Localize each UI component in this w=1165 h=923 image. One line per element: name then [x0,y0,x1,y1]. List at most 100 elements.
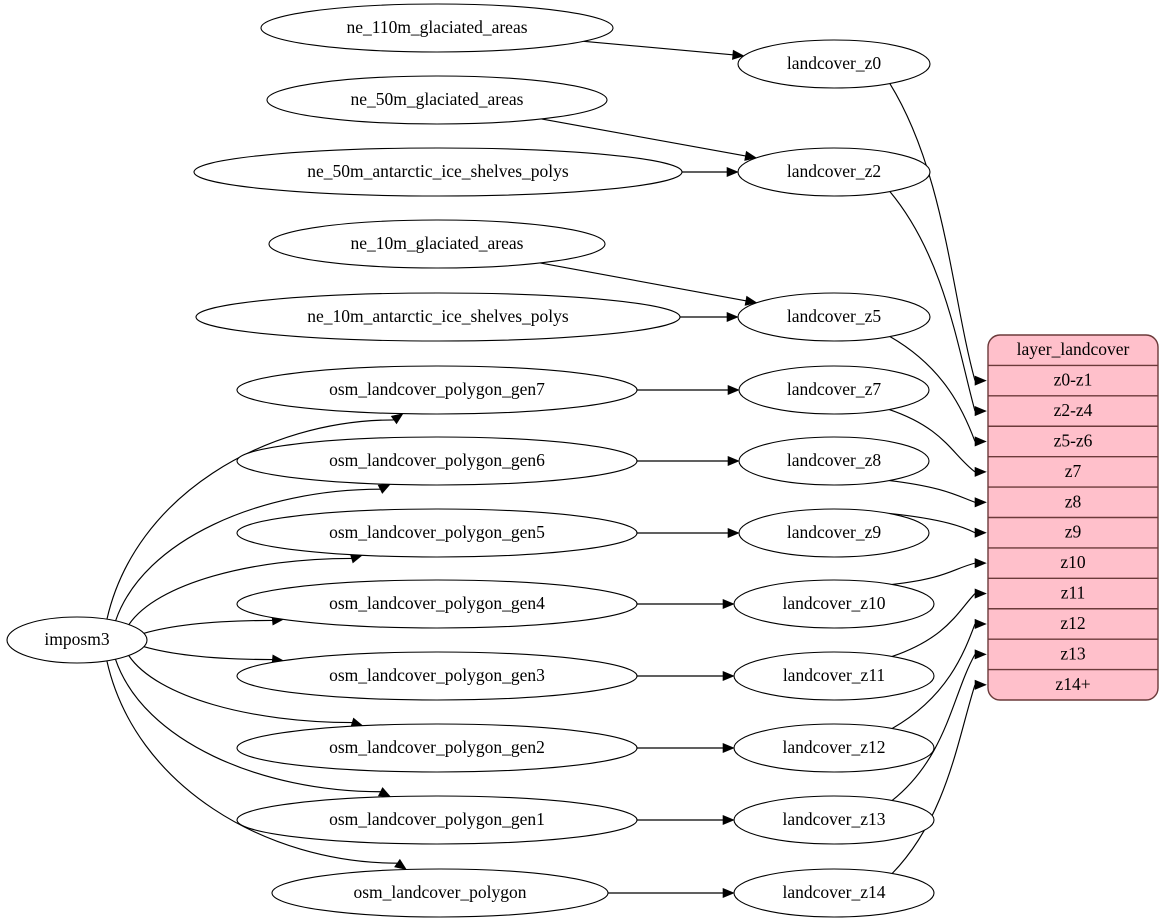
node-shape [236,579,638,629]
node-shape [236,436,638,486]
edge-landcover_z13-to-table-row-9 [891,654,976,801]
edge-arrowhead [726,311,739,323]
table-row[interactable] [988,548,1158,578]
edge-imposm3-to-osm_landcover_polygon_gen3 [143,646,273,661]
table-row[interactable] [988,578,1158,608]
edge-arrowhead [727,455,740,467]
edge-arrowhead [726,166,739,178]
node-shape [195,292,681,342]
node-shape [737,292,931,342]
node-landcover_z12[interactable]: landcover_z12 [733,723,935,773]
node-shape [738,365,930,415]
edge-imposm3-to-osm_landcover_polygon [106,660,398,864]
edge-landcover_z8-to-table-row-4 [889,479,976,503]
table-row[interactable] [988,396,1158,426]
node-shape [733,651,935,701]
node-shape [738,436,930,486]
node-landcover_z11[interactable]: landcover_z11 [733,651,935,701]
node-landcover_z7[interactable]: landcover_z7 [738,365,930,415]
node-landcover_z9[interactable]: landcover_z9 [738,508,930,558]
edge-landcover_z5-to-table-row-2 [889,336,976,442]
edge-arrowhead [974,558,987,569]
table-row[interactable] [988,365,1158,395]
edges-layer [106,40,987,899]
node-osm_landcover_polygon_gen6[interactable]: osm_landcover_polygon_gen6 [236,436,638,486]
edge-arrowhead [974,649,987,660]
node-landcover_z14[interactable]: landcover_z14 [733,868,935,918]
edge-arrowhead [732,49,745,60]
node-shape [236,723,638,773]
node-shape [266,75,608,125]
node-ne_110m_glaciated_areas[interactable]: ne_110m_glaciated_areas [260,3,614,53]
edge-arrowhead [974,375,987,386]
node-shape [738,508,930,558]
edge-arrowhead [744,150,758,161]
node-osm_landcover_polygon_gen1[interactable]: osm_landcover_polygon_gen1 [236,795,638,845]
edge-arrowhead [722,670,735,682]
node-landcover_z0[interactable]: landcover_z0 [737,39,931,89]
edge-arrowhead [727,384,740,396]
edge-arrowhead [974,497,987,508]
edge-imposm3-to-osm_landcover_polygon_gen5 [128,557,352,625]
node-shape [733,723,935,773]
edge-ne_10m_glaciated_areas-to-landcover_z5 [539,262,746,302]
edge-arrowhead [744,295,758,306]
node-shape [236,365,638,415]
edge-imposm3-to-osm_landcover_polygon_gen6 [115,488,381,621]
node-ne_50m_glaciated_areas[interactable]: ne_50m_glaciated_areas [266,75,608,125]
edge-arrowhead [974,436,987,447]
nodes-layer: imposm3 ne_110m_glaciated_areas ne_50m_gla… [6,3,935,918]
node-osm_landcover_polygon[interactable]: osm_landcover_polygon [271,868,609,918]
edge-landcover_z11-to-table-row-7 [891,593,976,658]
edge-arrowhead [722,887,735,899]
edge-arrowhead [727,527,740,539]
node-ne_10m_antarctic_ice_shelves_polys[interactable]: ne_10m_antarctic_ice_shelves_polys [195,292,681,342]
edge-arrowhead [974,405,987,417]
node-shape [236,795,638,845]
node-shape [737,39,931,89]
node-landcover_z10[interactable]: landcover_z10 [733,579,935,629]
edge-landcover_z9-to-table-row-5 [889,512,976,534]
table-row[interactable] [988,639,1158,669]
edge-arrowhead [722,598,735,610]
edge-arrowhead [974,588,987,599]
edge-landcover_z0-to-table-row-0 [889,83,976,381]
table-row[interactable] [988,609,1158,639]
edge-arrowhead [974,527,987,538]
node-ne_50m_antarctic_ice_shelves_polys[interactable]: ne_50m_antarctic_ice_shelves_polys [193,147,683,197]
node-shape [737,147,931,197]
node-ne_10m_glaciated_areas[interactable]: ne_10m_glaciated_areas [268,219,606,269]
edge-imposm3-to-osm_landcover_polygon_gen4 [143,619,273,634]
node-landcover_z8[interactable]: landcover_z8 [738,436,930,486]
table-row[interactable] [988,670,1158,700]
node-landcover_z5[interactable]: landcover_z5 [737,292,931,342]
edge-arrowhead [974,679,987,690]
node-shape [733,795,935,845]
node-shape [268,219,606,269]
node-osm_landcover_polygon_gen2[interactable]: osm_landcover_polygon_gen2 [236,723,638,773]
node-osm_landcover_polygon_gen7[interactable]: osm_landcover_polygon_gen7 [236,365,638,415]
table-row[interactable] [988,487,1158,517]
table-row[interactable] [988,457,1158,487]
edge-arrowhead [974,466,987,477]
layer-landcover-table[interactable]: layer_landcoverz0-z1z2-z4z5-z6z7z8z9z10z… [987,334,1159,701]
node-osm_landcover_polygon_gen3[interactable]: osm_landcover_polygon_gen3 [236,651,638,701]
edge-arrowhead [722,742,735,754]
edge-imposm3-to-osm_landcover_polygon_gen1 [114,659,381,793]
edge-landcover_z14-to-table-row-10 [891,684,976,874]
node-shape [236,651,638,701]
node-osm_landcover_polygon_gen5[interactable]: osm_landcover_polygon_gen5 [236,508,638,558]
edge-arrowhead [390,413,404,425]
edge-landcover_z12-to-table-row-8 [891,623,976,729]
node-landcover_z2[interactable]: landcover_z2 [737,147,931,197]
node-imposm3[interactable]: imposm3 [6,616,148,664]
table-row[interactable] [988,518,1158,548]
edge-ne_50m_glaciated_areas-to-landcover_z2 [541,118,746,157]
edge-arrowhead [377,787,392,798]
node-shape [733,579,935,629]
node-landcover_z13[interactable]: landcover_z13 [733,795,935,845]
node-osm_landcover_polygon_gen4[interactable]: osm_landcover_polygon_gen4 [236,579,638,629]
edge-arrowhead [394,858,407,870]
table-row[interactable] [988,426,1158,456]
node-shape [6,616,148,664]
